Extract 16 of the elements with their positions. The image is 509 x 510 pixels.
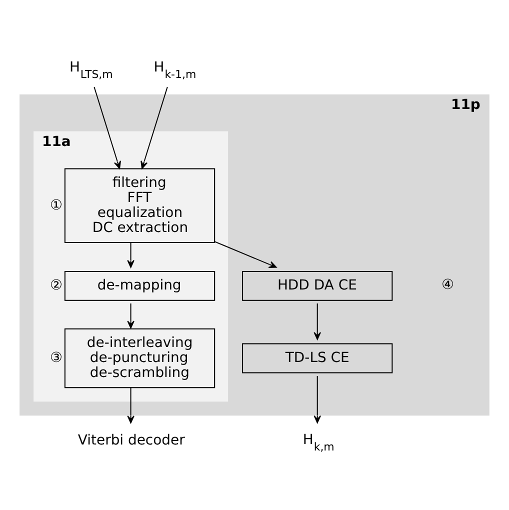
arrow [214,240,277,268]
node-label: ③ [50,350,63,366]
arrow [140,86,168,169]
node-label: ① [50,197,63,214]
arrow [127,386,134,424]
arrow [314,302,321,340]
node-label: ② [50,278,63,294]
node-text: H$_{LTS,m}$ [69,60,113,82]
node-text: H$_{k-1,m}$ [154,60,196,82]
label: ④ [442,277,454,294]
arrow [314,376,321,424]
arrow [94,86,121,169]
node-text: H$_{k,m}$ [302,432,334,454]
arrow [127,302,134,329]
arrow [127,242,134,268]
node-text: Viterbi decoder [78,432,185,449]
